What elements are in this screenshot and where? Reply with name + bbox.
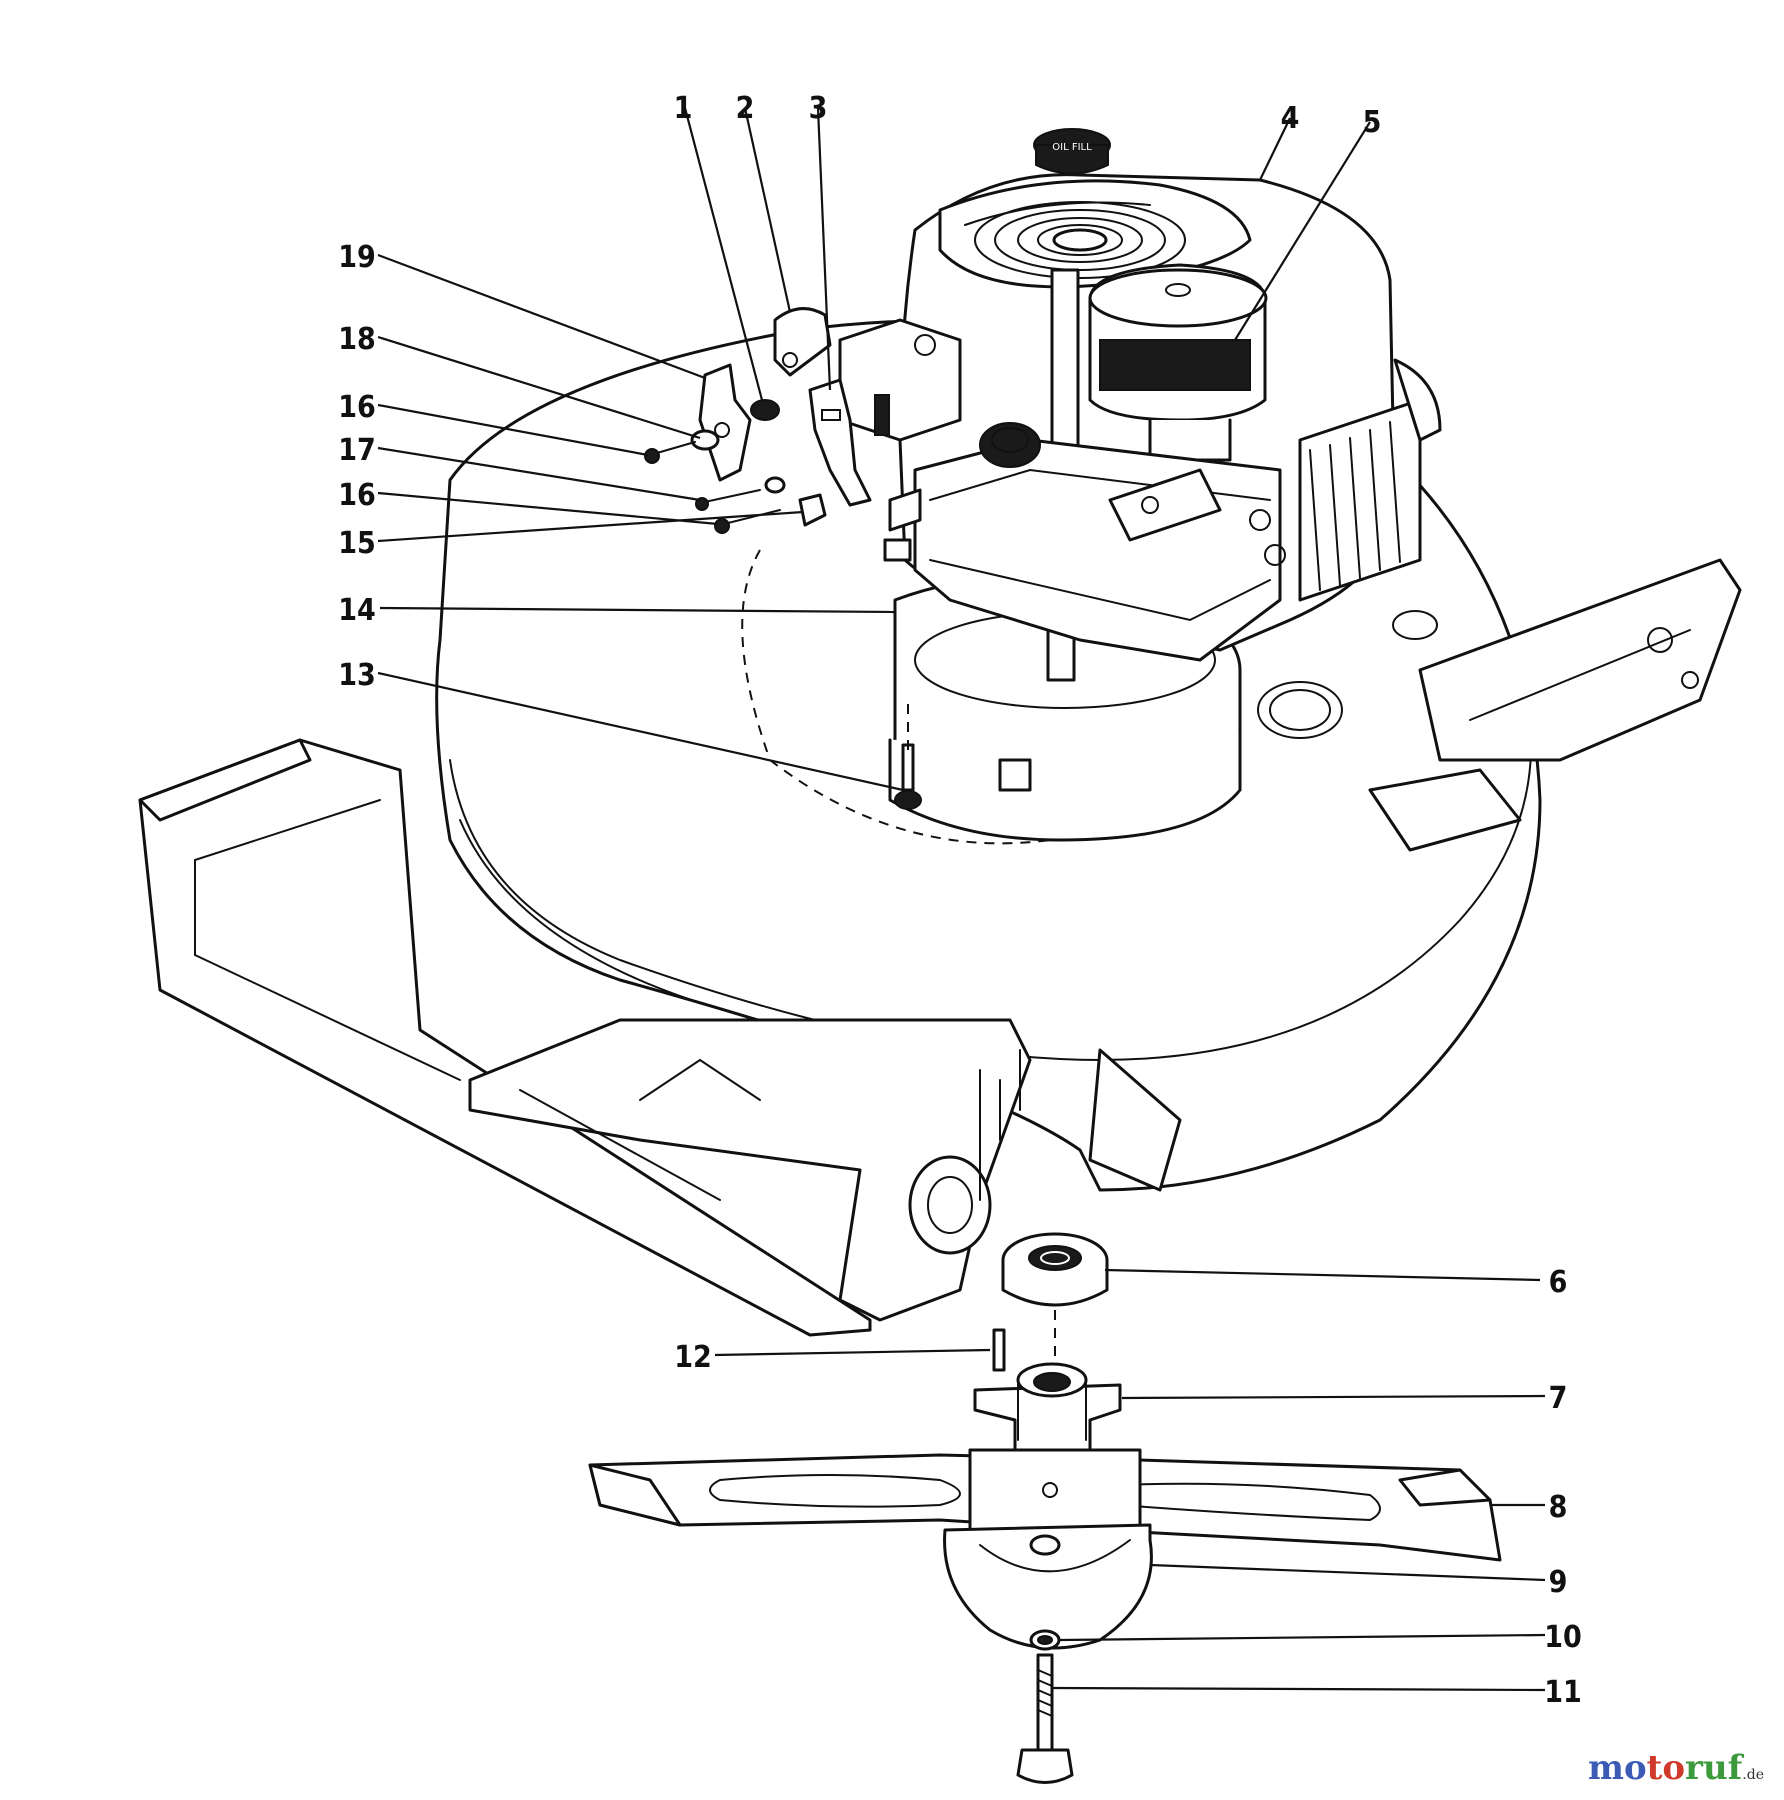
callout-9: 9 bbox=[1549, 1565, 1568, 1600]
callout-11: 11 bbox=[1544, 1675, 1582, 1710]
callout-16-upper: 16 bbox=[338, 390, 376, 425]
watermark-text: motoruf bbox=[1587, 1748, 1743, 1788]
callout-19: 19 bbox=[338, 240, 376, 275]
engine: OIL FILL bbox=[838, 128, 1442, 842]
callout-4: 4 bbox=[1281, 101, 1300, 136]
callout-14: 14 bbox=[338, 593, 376, 628]
callout-8: 8 bbox=[1549, 1490, 1568, 1525]
callout-16-lower: 16 bbox=[338, 478, 376, 513]
throttle-control-parts bbox=[644, 307, 872, 534]
blade-assembly bbox=[588, 1232, 1502, 1784]
callout-3: 3 bbox=[809, 91, 828, 126]
callout-labels: 1 2 3 4 5 6 7 8 9 10 11 12 13 14 15 16 1… bbox=[338, 91, 1582, 1710]
callout-1: 1 bbox=[674, 91, 693, 126]
callout-13: 13 bbox=[338, 658, 376, 693]
callout-2: 2 bbox=[736, 91, 755, 126]
callout-5: 5 bbox=[1363, 105, 1382, 140]
callout-18: 18 bbox=[338, 322, 376, 357]
deck-bolt bbox=[894, 700, 922, 810]
callout-10: 10 bbox=[1544, 1620, 1582, 1655]
callout-6: 6 bbox=[1549, 1265, 1568, 1300]
callout-leaders bbox=[377, 107, 1546, 1692]
watermark-logo: motoruf.de bbox=[1588, 1748, 1764, 1788]
callout-12: 12 bbox=[674, 1340, 712, 1375]
watermark-suffix: .de bbox=[1742, 1767, 1764, 1783]
callout-7: 7 bbox=[1549, 1381, 1568, 1416]
callout-15: 15 bbox=[338, 526, 376, 561]
callout-17: 17 bbox=[338, 433, 376, 468]
oil-fill-cap-label: OIL FILL bbox=[1052, 142, 1092, 153]
